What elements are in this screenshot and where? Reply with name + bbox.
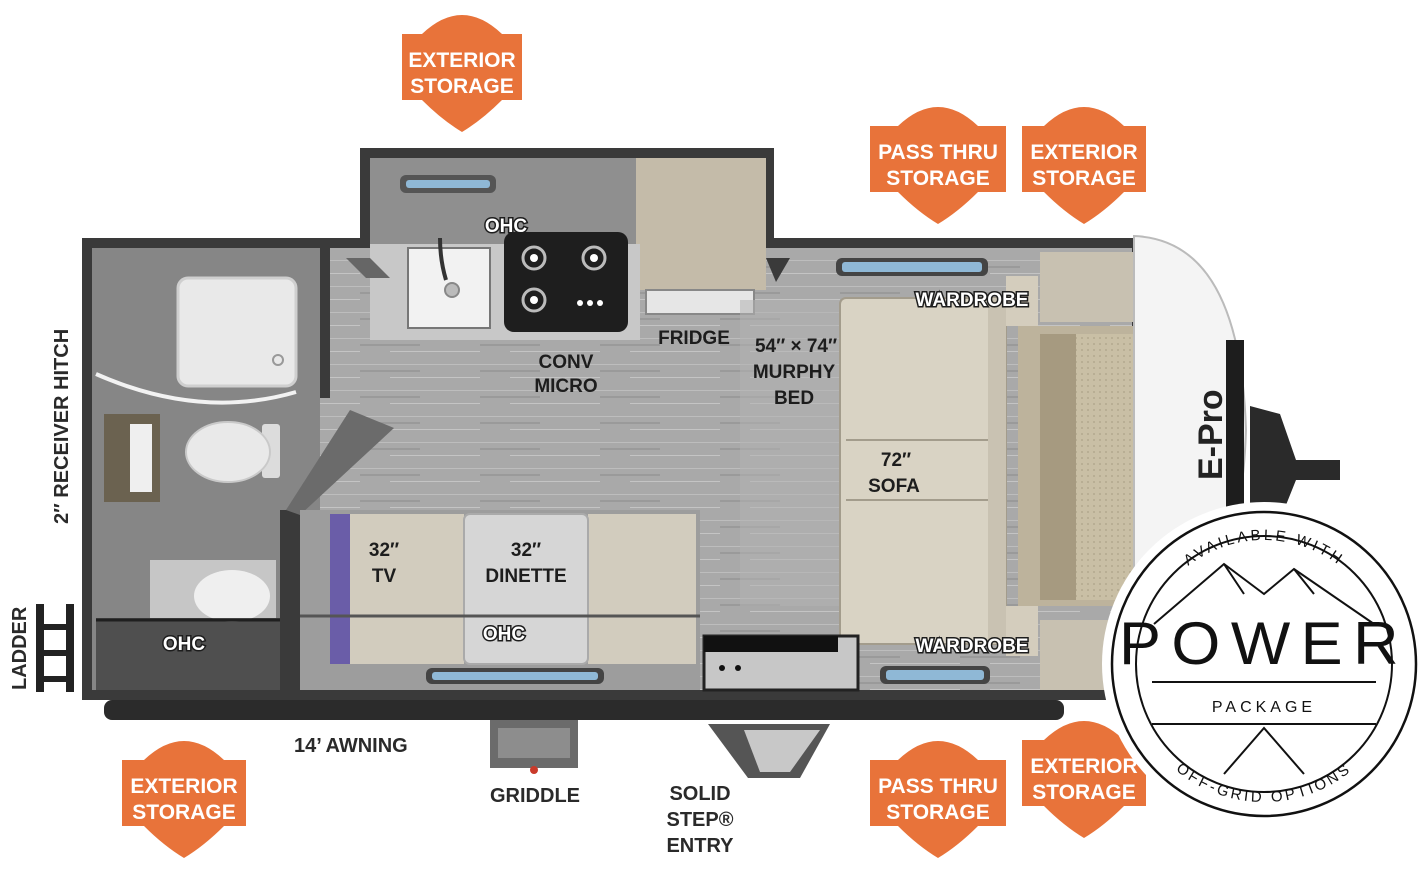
- svg-text:PASS THRU: PASS THRU: [878, 141, 998, 164]
- svg-text:EXTERIOR: EXTERIOR: [408, 49, 515, 72]
- label-conv: CONV: [539, 352, 594, 373]
- label-fridge: FRIDGE: [658, 328, 730, 349]
- bathtub: [176, 276, 298, 388]
- label-wardrobe-top: WARDROBE: [916, 290, 1029, 311]
- mountain-icon: [1153, 562, 1375, 625]
- storage-badge: EXTERIOR STORAGE: [402, 15, 522, 132]
- label-bed: BED: [774, 388, 814, 409]
- label-entry-2: STEP®: [667, 809, 734, 831]
- griddle: [490, 720, 578, 774]
- svg-text:PASS THRU: PASS THRU: [878, 775, 998, 798]
- label-tv: TV: [372, 566, 397, 587]
- label-ohc-dinette: OHC: [483, 624, 526, 645]
- svg-text:EXTERIOR: EXTERIOR: [130, 775, 237, 798]
- label-ladder: LADDER: [9, 606, 31, 690]
- storage-badge: PASS THRU STORAGE: [870, 741, 1006, 858]
- dinette-table: [463, 513, 589, 665]
- toilet: [185, 421, 280, 483]
- label-ohc-kitchen: OHC: [485, 216, 528, 237]
- label-murphy: MURPHY: [753, 362, 836, 383]
- label-tv-size: 32″: [369, 540, 399, 561]
- dinette: [286, 410, 700, 690]
- label-dinette: DINETTE: [485, 566, 566, 587]
- power-package-seal: AVAILABLE WITH OFF-GRID OPTIONS POWER PA…: [1102, 502, 1426, 826]
- svg-text:STORAGE: STORAGE: [1032, 781, 1135, 804]
- ladder: [36, 604, 74, 692]
- label-wardrobe-bottom: WARDROBE: [916, 636, 1029, 657]
- label-dinette-size: 32″: [511, 540, 541, 561]
- label-ohc-bath: OHC: [163, 634, 206, 655]
- svg-text:STORAGE: STORAGE: [886, 167, 989, 190]
- label-sofa: SOFA: [868, 476, 920, 497]
- svg-text:STORAGE: STORAGE: [886, 801, 989, 824]
- murphy-bed-area: [740, 252, 1138, 690]
- exterior-labels: 2″ RECEIVER HITCH LADDER 14’ AWNING GRID…: [9, 329, 734, 857]
- label-receiver-hitch: 2″ RECEIVER HITCH: [51, 329, 73, 524]
- sofa: [839, 297, 1007, 645]
- label-entry-3: ENTRY: [666, 835, 734, 857]
- label-murphy-size: 54″ × 74″: [755, 336, 837, 357]
- seal-title: POWER: [1119, 610, 1409, 677]
- entry-step: [702, 634, 860, 778]
- interior-labels: OHC FRIDGE CONV MICRO 54″ × 74″ MURPHY B…: [161, 215, 1030, 659]
- storage-badge: EXTERIOR STORAGE: [1022, 107, 1146, 224]
- tent-icon: [1223, 726, 1305, 775]
- bathroom: [92, 248, 330, 690]
- brand-text: E-Pro: [1192, 389, 1230, 480]
- kitchen: [346, 158, 790, 340]
- svg-text:STORAGE: STORAGE: [410, 75, 513, 98]
- label-griddle: GRIDDLE: [490, 785, 580, 807]
- seal-subtitle: PACKAGE: [1212, 699, 1316, 716]
- label-micro: MICRO: [534, 376, 597, 397]
- storage-badge: EXTERIOR STORAGE: [1022, 721, 1146, 838]
- label-sofa-size: 72″: [881, 450, 911, 471]
- bath-sink: [194, 570, 270, 622]
- storage-badge: PASS THRU STORAGE: [870, 107, 1006, 224]
- svg-text:STORAGE: STORAGE: [132, 801, 235, 824]
- svg-text:STORAGE: STORAGE: [1032, 167, 1135, 190]
- svg-text:EXTERIOR: EXTERIOR: [1030, 755, 1137, 778]
- label-awning: 14’ AWNING: [294, 735, 408, 757]
- svg-text:EXTERIOR: EXTERIOR: [1030, 141, 1137, 164]
- cooktop: [504, 232, 628, 332]
- storage-badge: EXTERIOR STORAGE: [122, 741, 246, 858]
- label-entry-1: SOLID: [669, 783, 730, 805]
- storage-badges: EXTERIOR STORAGE PASS THRU STORAGE EXTER…: [122, 15, 1146, 858]
